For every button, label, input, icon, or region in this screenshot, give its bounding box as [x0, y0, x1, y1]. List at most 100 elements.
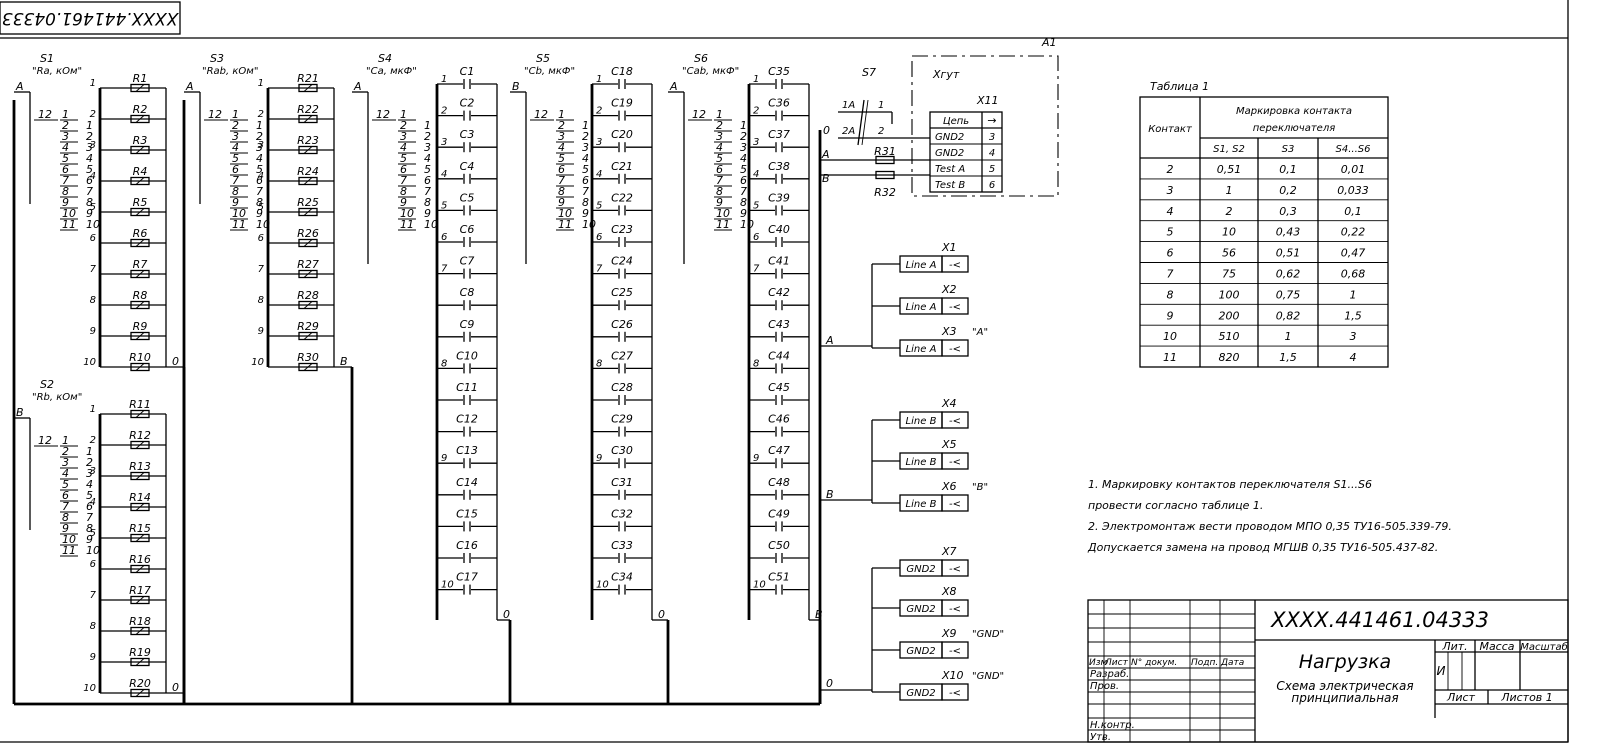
stamp-role: Н.контр.: [1090, 720, 1135, 731]
switch-pin-number: 7: [86, 185, 93, 198]
table-cell: 4: [1167, 205, 1174, 218]
part-ref: C18: [611, 65, 633, 78]
capacitor-gap: [463, 299, 471, 312]
connector-note: "A": [972, 327, 988, 338]
switch-pin-number: 11: [62, 218, 76, 231]
table-header: Маркировка контакта: [1236, 106, 1352, 117]
capacitor-gap: [775, 172, 783, 185]
part-ref: C50: [768, 539, 790, 552]
resistor-mark: [303, 270, 313, 278]
part-ref: C42: [768, 286, 790, 299]
switch-pin-number: 2: [86, 456, 93, 469]
x11-signal: Test A: [935, 164, 965, 175]
switch-pin-number: 5: [62, 478, 69, 491]
resistor-mark: [303, 301, 313, 309]
resistor-mark: [135, 84, 145, 92]
branch-number: 8: [753, 358, 759, 369]
connector-socket: [941, 411, 969, 429]
switch-pin-number: 5: [716, 152, 723, 165]
connector-signal: Line A: [906, 302, 937, 313]
switch-pin-number: 4: [86, 152, 93, 165]
resistor-mark: [303, 208, 313, 216]
branch-number: 3: [90, 466, 96, 477]
common-net: 0: [172, 355, 179, 368]
switch-pin-number: 3: [558, 130, 565, 143]
switch-pin-number: 5: [256, 163, 263, 176]
switch-pin-number: 9: [62, 196, 69, 209]
connector-socket: [941, 641, 969, 659]
capacitor-gap: [463, 109, 471, 122]
switch-pin-number: 7: [740, 185, 747, 198]
x11-pin: 5: [989, 164, 995, 175]
resistor-r17: [130, 595, 150, 605]
switch-pin-number: 9: [232, 196, 239, 209]
switch-pin-number: 10: [400, 207, 414, 220]
branch-number: 7: [258, 264, 265, 275]
socket-icon: -<: [949, 344, 961, 355]
common-net: 0: [823, 124, 830, 137]
capacitor-gap: [618, 141, 626, 154]
resistor-r28: [298, 300, 318, 310]
branch-number: 4: [90, 497, 96, 508]
branch-number: 8: [441, 358, 447, 369]
part-ref: R25: [297, 196, 319, 209]
switch-description: "Rab, кОм": [202, 66, 258, 77]
capacitor-gap: [463, 488, 471, 501]
switch-pin-number: 8: [400, 185, 407, 198]
switch-pin-number: 3: [86, 141, 93, 154]
table-cell: 1: [1226, 184, 1233, 197]
resistor-mark: [135, 472, 145, 480]
branch-number: 8: [258, 295, 264, 306]
resistor-mark: [135, 658, 145, 666]
capacitor-gap: [775, 488, 783, 501]
switch-pin-number: 2: [424, 130, 431, 143]
branch-number: 6: [90, 559, 96, 570]
switch-pin-number: 6: [424, 174, 431, 187]
part-ref: R19: [129, 646, 151, 659]
resistor-mark: [135, 565, 145, 573]
part-ref: C45: [768, 381, 790, 394]
switch-pin-number: 7: [62, 174, 69, 187]
table-cell: 10: [1163, 330, 1177, 343]
switch-pin-number: 4: [86, 478, 93, 491]
branch-number: 3: [441, 137, 447, 148]
resistor-mark: [135, 177, 145, 185]
switch-pin-number: 3: [62, 130, 69, 143]
part-ref: C48: [768, 476, 790, 489]
branch-number: 2: [90, 109, 96, 120]
x11-pin: 3: [989, 132, 995, 143]
branch-number: 6: [753, 232, 759, 243]
part-ref: R26: [297, 227, 319, 240]
part-ref: R2: [133, 103, 148, 116]
switch-pin-number: 2: [256, 130, 263, 143]
switch-pin-number: 5: [424, 163, 431, 176]
connector-note: "GND": [972, 629, 1004, 640]
connector-socket: [941, 297, 969, 315]
net-label: A: [825, 334, 834, 347]
part-ref: C32: [611, 507, 633, 520]
switch-contact: 1: [878, 100, 884, 111]
table-cell: 1: [1350, 288, 1357, 301]
part-ref: C13: [456, 444, 478, 457]
capacitor-gap: [775, 204, 783, 217]
part-ref: C10: [456, 349, 478, 362]
connector-ref: X6: [941, 480, 957, 493]
socket-icon: -<: [949, 302, 961, 313]
stamp-col-header: N° докум.: [1131, 658, 1177, 668]
capacitor-gap: [463, 362, 471, 375]
switch-pin-number: 10: [256, 218, 270, 231]
common-net: B: [340, 355, 348, 368]
connector-signal: GND2: [906, 604, 935, 615]
capacitor-gap: [463, 583, 471, 596]
switch-pin-number: 5: [62, 152, 69, 165]
switch-pin-number: 10: [86, 218, 100, 231]
net-label: B: [826, 488, 834, 501]
note-line: 2. Электромонтаж вести проводом МПО 0,35…: [1088, 520, 1452, 533]
net-label: A: [353, 80, 362, 93]
capacitor-gap: [618, 78, 626, 90]
branch-number: 2: [753, 106, 759, 117]
common-net: 0: [172, 681, 179, 694]
branch-number: 9: [441, 453, 447, 464]
